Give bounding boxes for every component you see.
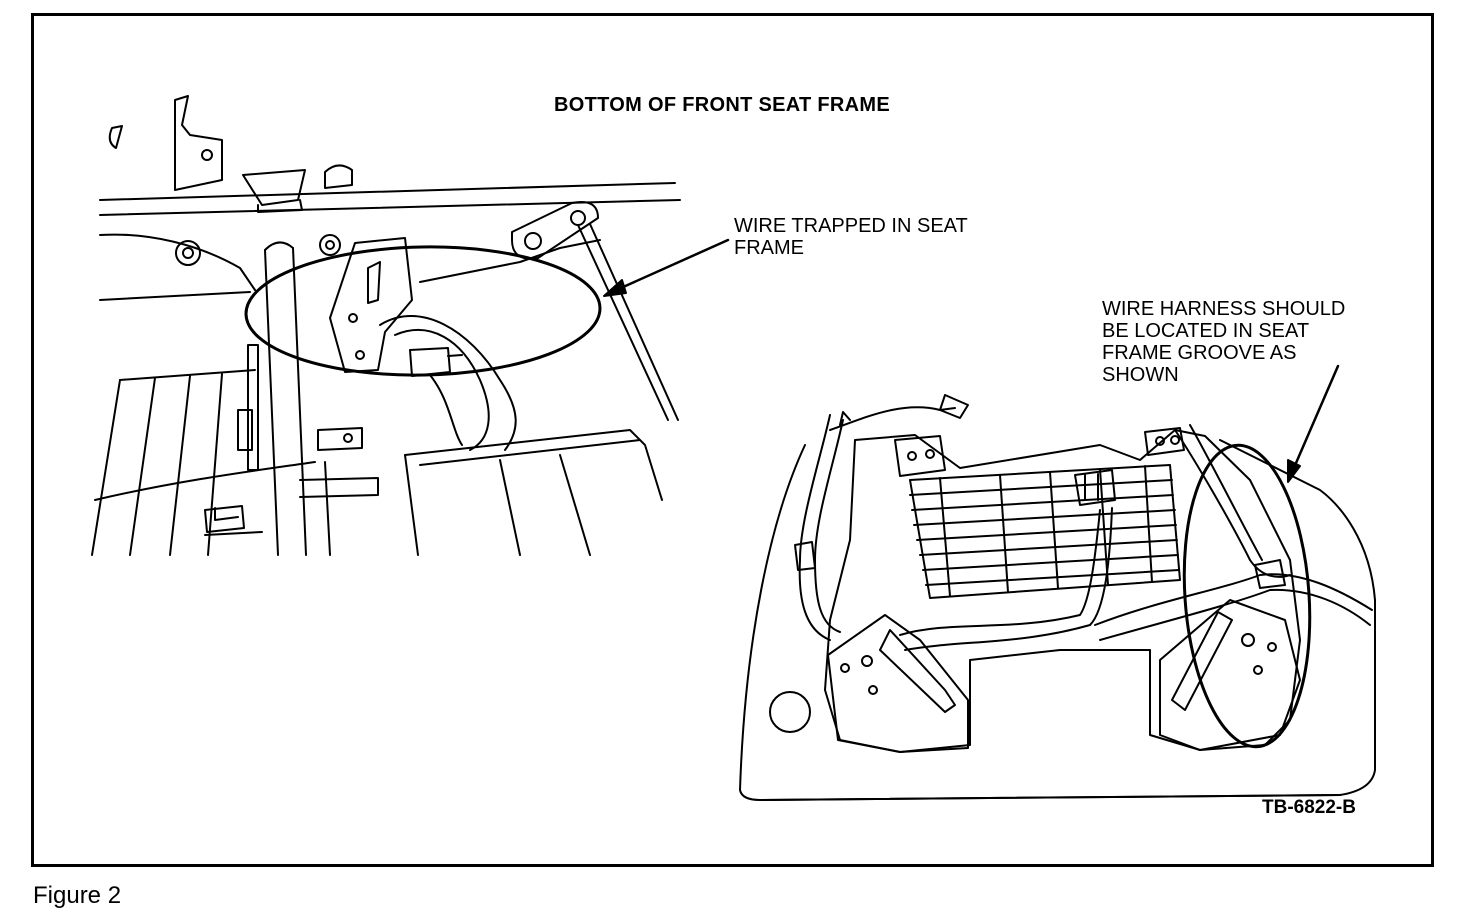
figure-border xyxy=(31,13,1434,867)
harness-groove-highlight xyxy=(1175,441,1320,751)
trapped-wire-arrow xyxy=(612,240,728,292)
figure-title: BOTTOM OF FRONT SEAT FRAME xyxy=(554,94,890,116)
figure-caption: Figure 2 xyxy=(33,882,122,909)
detail-trapped-wire xyxy=(92,96,680,555)
callout-harness-location: WIRE HARNESS SHOULD BE LOCATED IN SEAT F… xyxy=(1102,298,1346,386)
callout-wire-trapped: WIRE TRAPPED IN SEAT FRAME xyxy=(734,215,968,259)
drawing-code: TB-6822-B xyxy=(1262,797,1356,818)
harness-groove-arrow xyxy=(1293,366,1338,470)
trapped-wire-highlight xyxy=(245,244,601,378)
detail-seat-frame xyxy=(740,395,1375,800)
